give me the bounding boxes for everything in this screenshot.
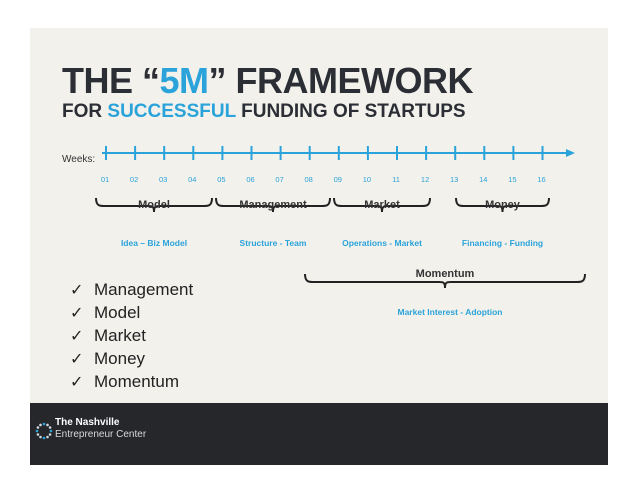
logo-dot bbox=[46, 423, 49, 427]
phase-name: Management bbox=[239, 199, 307, 211]
phase-description: Idea – Biz Model bbox=[121, 238, 187, 248]
logo-dot bbox=[42, 436, 46, 440]
phase-bracket bbox=[333, 197, 431, 213]
checkmark-icon: ✓ bbox=[70, 305, 84, 322]
week-label: 12 bbox=[421, 175, 429, 184]
week-label: 09 bbox=[334, 175, 342, 184]
footer-org-line2: Entrepreneur Center bbox=[55, 429, 147, 440]
week-label: 16 bbox=[537, 175, 545, 184]
checklist-item: ✓ Model bbox=[70, 301, 193, 324]
logo-dot bbox=[39, 423, 42, 427]
checklist-label: Money bbox=[94, 349, 146, 368]
phase-bracket bbox=[95, 197, 213, 213]
week-label: 11 bbox=[392, 175, 400, 184]
checklist-label: Market bbox=[94, 326, 146, 345]
checkmark-icon: ✓ bbox=[70, 374, 84, 391]
checklist-item: ✓ Management bbox=[70, 278, 193, 301]
logo-dot bbox=[49, 429, 53, 433]
checkmark-icon: ✓ bbox=[70, 351, 84, 368]
week-label: 01 bbox=[101, 175, 109, 184]
week-label: 15 bbox=[508, 175, 516, 184]
week-label: 06 bbox=[246, 175, 254, 184]
subtitle-accent: SUCCESSFUL bbox=[107, 101, 236, 122]
checkmark-icon: ✓ bbox=[70, 282, 84, 299]
week-labels: 01 02 03 04 05 06 07 08 09 10 11 12 13 14 15 16 bbox=[101, 175, 546, 184]
checklist-label: Momentum bbox=[94, 372, 180, 391]
logo-dot bbox=[42, 422, 46, 426]
slide-title: THE “5M” FRAMEWORK bbox=[62, 60, 474, 101]
phase-name: Money bbox=[485, 199, 521, 211]
title-suffix: ” FRAMEWORK bbox=[208, 60, 474, 101]
logo-dot bbox=[48, 433, 52, 436]
week-label: 07 bbox=[275, 175, 283, 184]
week-label: 10 bbox=[363, 175, 371, 184]
logo-icon bbox=[35, 422, 53, 440]
phase-bracket bbox=[215, 197, 331, 213]
slide: THE “5M” FRAMEWORK FOR SUCCESSFUL FUNDIN… bbox=[30, 28, 608, 465]
week-label: 13 bbox=[450, 175, 458, 184]
footer-logo-text: The Nashville Entrepreneur Center bbox=[55, 417, 146, 441]
week-label: 05 bbox=[217, 175, 225, 184]
logo-dot bbox=[48, 426, 52, 429]
week-label: 04 bbox=[188, 175, 196, 184]
phase-description: Operations - Market bbox=[342, 238, 422, 248]
phase-description: Structure - Team bbox=[240, 238, 307, 248]
phase-name: Market bbox=[364, 199, 400, 211]
logo-dot bbox=[35, 429, 39, 433]
slide-subtitle: FOR SUCCESSFUL FUNDING OF STARTUPS bbox=[62, 101, 466, 123]
phase-name: Model bbox=[138, 199, 170, 211]
momentum-name: Momentum bbox=[416, 268, 475, 280]
weeks-label: Weeks: bbox=[62, 154, 95, 165]
footer-org-line1: The Nashville bbox=[55, 417, 120, 428]
timeline-arrowhead bbox=[566, 149, 575, 157]
week-label: 08 bbox=[305, 175, 313, 184]
checklist-item: ✓ Money bbox=[70, 347, 193, 370]
momentum-brace bbox=[304, 273, 586, 289]
logo-dot bbox=[36, 433, 40, 436]
logo-dot bbox=[46, 435, 49, 439]
checklist-item: ✓ Market bbox=[70, 324, 193, 347]
week-label: 03 bbox=[159, 175, 167, 184]
subtitle-suffix: FUNDING OF STARTUPS bbox=[235, 101, 466, 122]
week-label: 02 bbox=[130, 175, 138, 184]
subtitle-prefix: FOR bbox=[62, 101, 108, 122]
title-accent: 5M bbox=[159, 60, 210, 101]
momentum-description: Market Interest - Adoption bbox=[398, 307, 503, 317]
logo-dot bbox=[36, 426, 40, 429]
phase-bracket bbox=[455, 197, 550, 213]
week-label: 14 bbox=[479, 175, 487, 184]
checklist-label: Model bbox=[94, 303, 141, 322]
phase-description: Financing - Funding bbox=[462, 238, 543, 248]
checklist-label: Management bbox=[94, 280, 194, 299]
checklist: ✓ Management ✓ Model ✓ Market ✓ Money ✓ Momentum bbox=[70, 278, 193, 393]
logo-dot bbox=[39, 435, 42, 439]
checklist-item: ✓ Momentum bbox=[70, 370, 193, 393]
title-prefix: THE “ bbox=[62, 60, 160, 101]
checkmark-icon: ✓ bbox=[70, 328, 84, 345]
timeline-ticks bbox=[105, 146, 544, 160]
footer: The Nashville Entrepreneur Center bbox=[30, 403, 608, 465]
